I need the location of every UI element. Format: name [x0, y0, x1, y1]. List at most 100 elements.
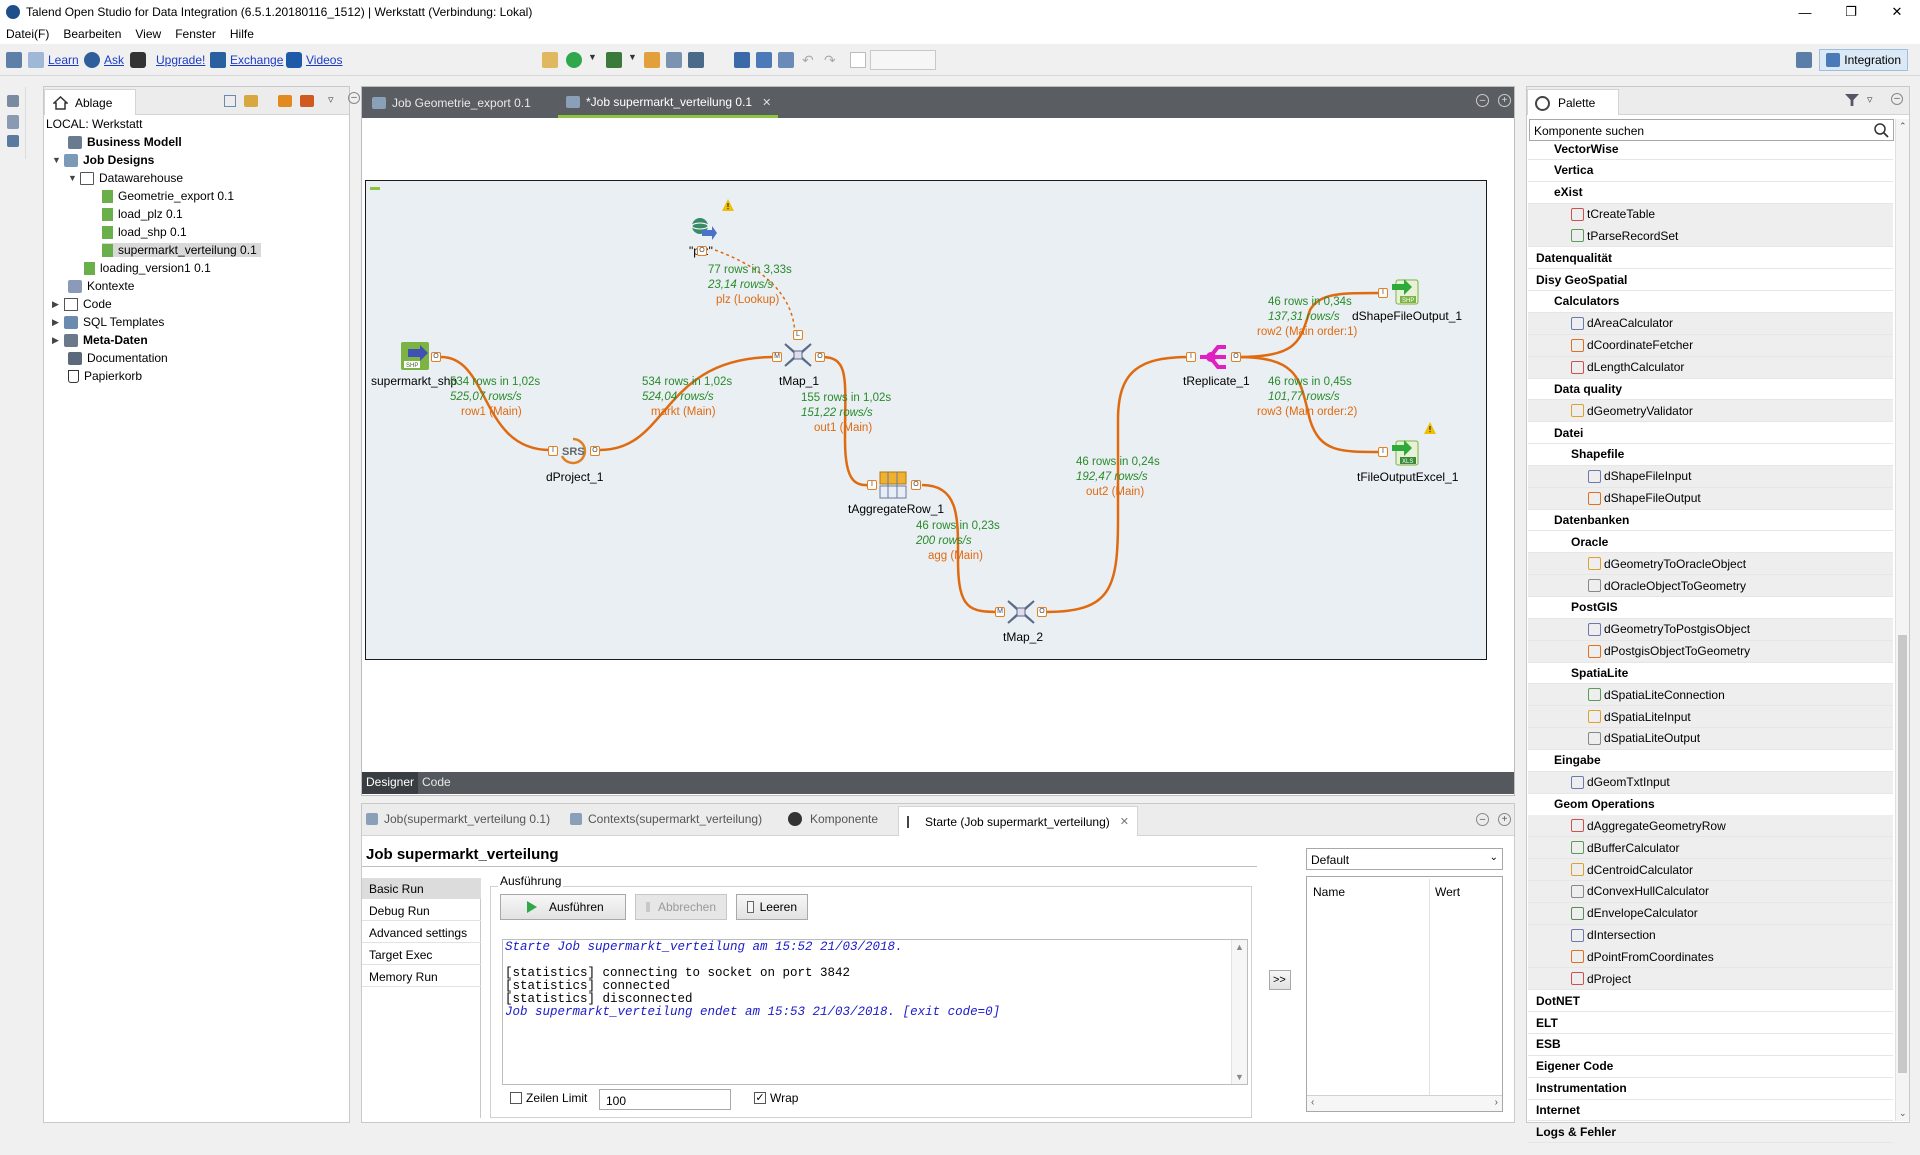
run-icon[interactable]	[566, 52, 582, 68]
side-tab-advanced-settings[interactable]: Advanced settings	[362, 922, 481, 943]
maximize-view-icon[interactable]: +	[1498, 813, 1511, 826]
sync-icon[interactable]	[778, 52, 794, 68]
context-hscrollbar[interactable]: ‹ ›	[1307, 1095, 1502, 1111]
chevron-right-icon[interactable]: ▶	[52, 334, 59, 345]
node-replicate-label[interactable]: tReplicate_1	[1183, 374, 1250, 388]
palette-component[interactable]: dPointFromCoordinates	[1528, 946, 1893, 969]
tab-ablage[interactable]: Ablage	[44, 89, 136, 115]
search-job-icon[interactable]	[542, 52, 558, 68]
shapefile-output-icon[interactable]: SHP	[1390, 276, 1420, 306]
excel-output-icon[interactable]: XLS	[1390, 437, 1420, 467]
tree-sql-templates[interactable]: ▶ SQL Templates	[52, 315, 164, 329]
learn-link[interactable]: Learn	[48, 53, 79, 67]
palette-category[interactable]: Geom Operations	[1528, 794, 1893, 816]
tab-starte[interactable]: Starte (Job supermarkt_verteilung) ✕	[898, 806, 1138, 836]
view-menu-icon[interactable]: ▿	[1867, 94, 1873, 106]
palette-category[interactable]: Oracle	[1528, 531, 1893, 554]
chevron-down-icon[interactable]: ▼	[52, 155, 61, 165]
row2-name[interactable]: row2 (Main order:1)	[1257, 326, 1358, 338]
console-scrollbar[interactable]: ▲ ▼	[1231, 940, 1247, 1084]
node-dproject-label[interactable]: dProject_1	[546, 470, 604, 484]
tmap-icon[interactable]	[783, 340, 813, 370]
palette-component[interactable]: dCentroidCalculator	[1528, 859, 1893, 882]
palette-component[interactable]: dSpatiaLiteInput	[1528, 706, 1893, 729]
side-tab-debug-run[interactable]: Debug Run	[362, 900, 481, 921]
palette-component[interactable]: dGeometryToPostgisObject	[1528, 618, 1893, 641]
port-supermarkt-out[interactable]: O	[431, 352, 441, 362]
maximize-view-icon[interactable]: +	[1498, 94, 1511, 107]
palette-category[interactable]: Eigener Code	[1528, 1056, 1893, 1078]
palette-component[interactable]: dGeomTxtInput	[1528, 771, 1893, 794]
restore-icon[interactable]	[7, 95, 19, 107]
tab-code[interactable]: Code	[422, 775, 451, 789]
minimize-button[interactable]: —	[1798, 4, 1812, 20]
row3-name[interactable]: row3 (Main order:2)	[1257, 406, 1358, 418]
scroll-left-icon[interactable]: ‹	[1311, 1097, 1315, 1108]
upgrade-link[interactable]: Upgrade!	[156, 53, 206, 67]
palette-component[interactable]: dBufferCalculator	[1528, 837, 1893, 860]
tab-geometrie-export[interactable]: Job Geometrie_export 0.1	[372, 93, 531, 113]
palette-component[interactable]: dAggregateGeometryRow	[1528, 815, 1893, 838]
ask-link[interactable]: Ask	[104, 53, 125, 67]
tree-meta-daten[interactable]: ▶ Meta-Daten	[52, 333, 148, 347]
filter-icon[interactable]	[300, 95, 314, 107]
port-replicate-in[interactable]: I	[1186, 352, 1196, 362]
tmap-icon[interactable]	[1006, 597, 1036, 627]
run-console[interactable]: ▲ ▼	[502, 939, 1248, 1085]
palette-category[interactable]: Data quality	[1528, 378, 1893, 401]
redo-icon[interactable]: ↷	[824, 52, 836, 68]
scroll-up-icon[interactable]: ⌃	[1899, 121, 1907, 131]
chevron-right-icon[interactable]: ▶	[52, 298, 59, 309]
menu-hilfe[interactable]: Hilfe	[229, 27, 254, 41]
palette-component[interactable]: dSpatiaLiteConnection	[1528, 684, 1893, 707]
tab-job-settings[interactable]: Job(supermarkt_verteilung 0.1)	[366, 812, 550, 826]
chart-icon[interactable]	[688, 52, 704, 68]
out2-name[interactable]: out2 (Main)	[1086, 486, 1145, 498]
outline-icon[interactable]	[7, 115, 19, 129]
palette-category[interactable]: eXist	[1528, 182, 1893, 204]
port-dproject-out[interactable]: O	[590, 446, 600, 456]
palette-search[interactable]: Komponente suchen	[1529, 119, 1894, 141]
palette-category[interactable]: ELT	[1528, 1012, 1893, 1034]
port-tmap1-main-in[interactable]: M	[772, 352, 782, 362]
port-replicate-out[interactable]: O	[1231, 352, 1241, 362]
zoom-select[interactable]	[870, 50, 936, 70]
palette-category[interactable]: Datei	[1528, 422, 1893, 445]
minimize-view-icon[interactable]: –	[1891, 93, 1903, 105]
tools-icon[interactable]	[666, 52, 682, 68]
palette-category[interactable]: Instrumentation	[1528, 1078, 1893, 1100]
port-aggregate-in[interactable]: I	[867, 480, 877, 490]
side-tab-basic-run[interactable]: Basic Run	[362, 878, 481, 899]
exchange-link[interactable]: Exchange	[230, 53, 284, 67]
flow-agg[interactable]	[921, 483, 1001, 614]
markt-name[interactable]: markt (Main)	[651, 406, 716, 418]
tab-palette[interactable]: Palette	[1527, 89, 1619, 115]
palette-category[interactable]: Vertica	[1528, 160, 1893, 182]
port-tmap1-lookup-in[interactable]: L	[793, 330, 803, 340]
flow-out2[interactable]	[1044, 355, 1191, 614]
edit-icon[interactable]	[644, 52, 660, 68]
undo-icon[interactable]: ↶	[802, 52, 814, 68]
aggregate-icon[interactable]	[878, 470, 908, 500]
palette-category[interactable]: Datenbanken	[1528, 509, 1893, 532]
palette-scrollbar[interactable]: ⌃ ⌄	[1895, 119, 1909, 1121]
palette-component[interactable]: dGeometryToOracleObject	[1528, 553, 1893, 576]
tree-load-plz[interactable]: load_plz 0.1	[102, 207, 183, 221]
palette-component[interactable]: dOracleObjectToGeometry	[1528, 575, 1893, 597]
abort-button[interactable]: Abbrechen	[635, 894, 727, 920]
node-tmap1-label[interactable]: tMap_1	[779, 374, 820, 388]
close-tab-icon[interactable]: ✕	[1119, 816, 1129, 828]
export-icon[interactable]	[756, 52, 772, 68]
port-aggregate-out[interactable]: O	[911, 480, 921, 490]
perspective-integration-button[interactable]: Integration	[1819, 49, 1908, 71]
agg-name[interactable]: agg (Main)	[928, 550, 983, 562]
palette-component[interactable]: dCoordinateFetcher	[1528, 334, 1893, 357]
menu-bearbeiten[interactable]: Bearbeiten	[63, 27, 122, 41]
close-button[interactable]: ✕	[1891, 4, 1903, 19]
palette-component[interactable]: tCreateTable	[1528, 203, 1893, 226]
tree-geometrie-export[interactable]: Geometrie_export 0.1	[102, 189, 234, 203]
tree-load-shp[interactable]: load_shp 0.1	[102, 225, 187, 239]
minimize-view-icon[interactable]: –	[348, 92, 360, 104]
tab-komponente[interactable]: Komponente	[788, 812, 878, 826]
blank-icon[interactable]	[850, 52, 866, 68]
